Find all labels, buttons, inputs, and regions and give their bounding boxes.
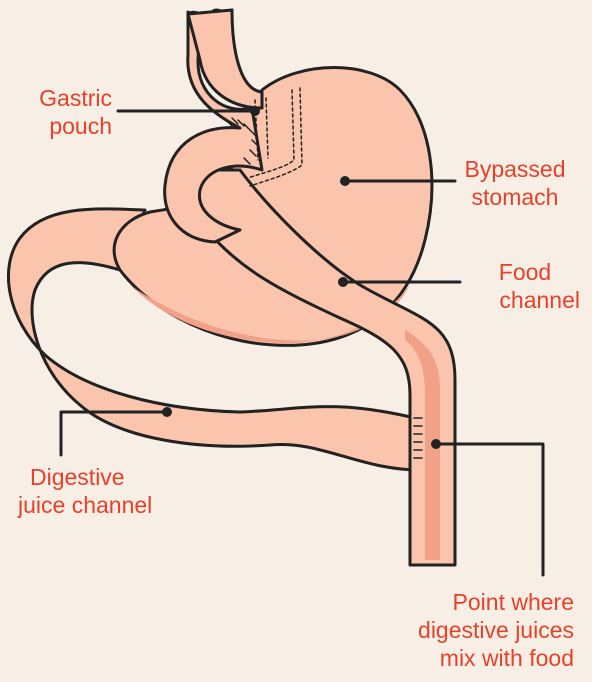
label-digestive-juice-channel-line-1: Digestive [18,463,218,491]
label-food-channel-line-2: channel [440,286,580,314]
label-bypassed-stomach-line-1: Bypassed [450,155,580,183]
label-food-channel: Food channel [440,258,580,314]
label-mix-point-line-3: mix with food [360,644,574,672]
label-mix-point-line-1: Point where [360,588,574,616]
label-digestive-juice-channel: Digestive juice channel [18,463,218,519]
label-mix-point-line-2: digestive juices [360,616,574,644]
dot-bypassed-stomach [340,176,350,186]
label-mix-point: Point where digestive juices mix with fo… [360,588,574,672]
label-digestive-juice-channel-line-2: juice channel [18,491,218,519]
dot-food-channel [338,277,348,287]
dot-gastric-pouch [250,106,260,116]
label-gastric-pouch-line-1: Gastric [12,84,112,112]
label-gastric-pouch: Gastric pouch [12,84,112,140]
dot-digestive-juice [162,407,172,417]
dot-mix-point [431,439,441,449]
label-bypassed-stomach-line-2: stomach [450,183,580,211]
label-food-channel-line-1: Food [440,258,580,286]
label-gastric-pouch-line-2: pouch [12,112,112,140]
label-bypassed-stomach: Bypassed stomach [450,155,580,211]
